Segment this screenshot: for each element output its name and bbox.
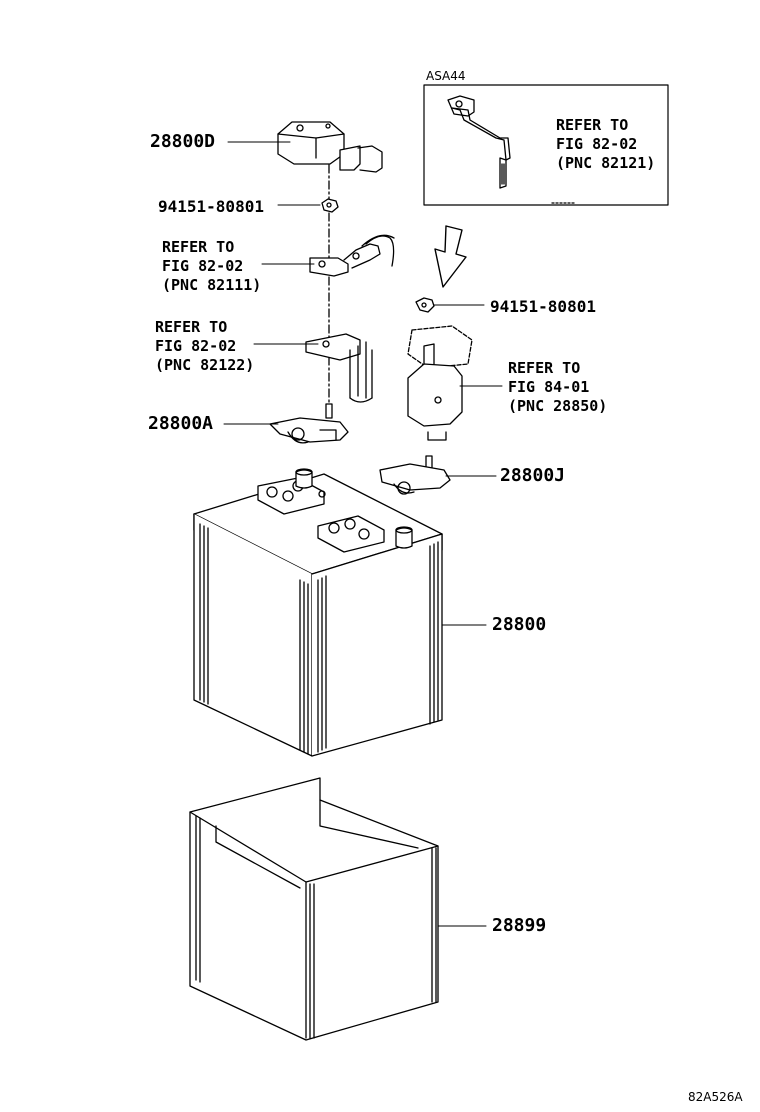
inset-cable-icon [447, 95, 577, 204]
ref-28850-line-1[interactable]: REFER TO [508, 359, 581, 377]
negative-terminal-part [269, 403, 349, 444]
ref-28850-line-3[interactable]: (PNC 28850) [508, 397, 608, 415]
cable-terminal-82111-part [309, 234, 395, 277]
ref-82122-line-1[interactable]: REFER TO [155, 318, 228, 336]
inset-frame [423, 84, 669, 206]
ref-82122-line-2[interactable]: FIG 82-02 [155, 337, 237, 355]
nut-upper-callout[interactable]: 94151-80801 [158, 197, 264, 216]
right-nut-part [415, 297, 435, 313]
ref-82111-line-2[interactable]: FIG 82-02 [162, 257, 244, 275]
battery-tray-callout[interactable]: 28899 [492, 915, 547, 936]
ref-82122-line-3[interactable]: (PNC 82122) [155, 356, 255, 374]
cable-terminal-82122-part [305, 333, 373, 403]
inset-reference-line-3: (PNC 82121) [556, 154, 656, 172]
terminal-cover-callout[interactable]: 28800D [150, 131, 216, 152]
inset-reference-line-2: FIG 82-02 [556, 135, 638, 153]
terminal-cover-part [277, 121, 383, 173]
ref-82111-line-3[interactable]: (PNC 82111) [162, 276, 262, 294]
positive-terminal-part [379, 455, 451, 495]
ref-82111-line-1[interactable]: REFER TO [162, 238, 235, 256]
ref-28850-line-2[interactable]: FIG 84-01 [508, 378, 590, 396]
figure-code: 82A526A [688, 1090, 743, 1104]
positive-terminal-callout[interactable]: 28800J [500, 465, 566, 486]
fuse-block-28850-part [407, 325, 473, 441]
inset-model-code: ASA44 [426, 69, 466, 83]
inset-reference-line-1: REFER TO [556, 116, 629, 134]
down-arrow-icon [434, 225, 467, 288]
upper-nut-part [321, 198, 339, 213]
leader-lines [223, 141, 503, 927]
negative-terminal-callout[interactable]: 28800A [148, 413, 214, 434]
battery-tray-part [189, 777, 439, 1041]
battery-callout[interactable]: 28800 [492, 614, 547, 635]
battery-part [193, 468, 443, 757]
nut-right-callout[interactable]: 94151-80801 [490, 297, 596, 316]
